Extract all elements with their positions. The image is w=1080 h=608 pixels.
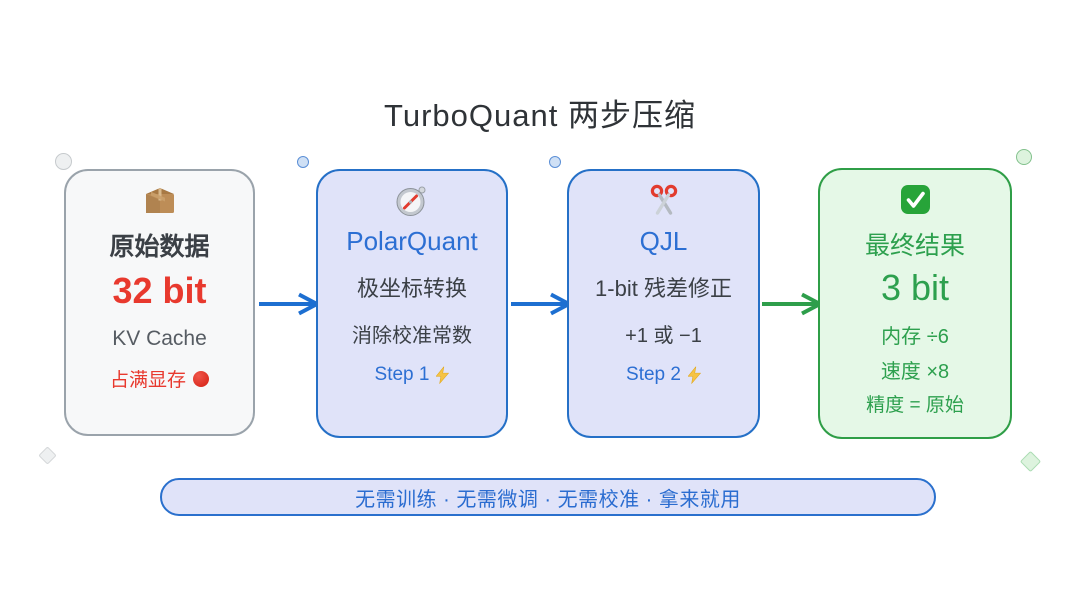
red-circle-icon <box>193 370 209 387</box>
decor-circle-gray <box>55 153 72 170</box>
card-original-data: 原始数据 32 bit KV Cache 占满显存 <box>64 169 255 436</box>
decor-diamond-gray <box>38 446 57 465</box>
lightning-icon <box>687 366 701 384</box>
card-step-row: Step 1 <box>375 364 450 386</box>
card-step-label: Step 1 <box>374 364 430 385</box>
card-step-label: Step 2 <box>626 364 681 385</box>
decor-circle-blue <box>549 156 561 168</box>
arrow-right-blue <box>511 292 573 316</box>
compass-icon <box>395 184 429 216</box>
card-name: QJL <box>639 226 688 256</box>
card-line: 极坐标转换 <box>356 276 467 301</box>
decor-diamond-green <box>1019 450 1042 473</box>
card-value: 3 bit <box>880 267 950 308</box>
card-line: 精度 = 原始 <box>866 395 964 416</box>
decor-circle-green <box>1016 149 1032 165</box>
card-value: 32 bit <box>112 270 207 311</box>
card-status-text: 占满显存 <box>109 370 186 391</box>
card-status-row: 占满显存 <box>110 365 209 392</box>
card-line: 内存 ÷6 <box>881 326 949 348</box>
arrow-right-green <box>762 292 824 316</box>
lightning-icon <box>436 366 450 384</box>
package-icon <box>143 184 177 216</box>
arrow-right-blue <box>259 292 321 316</box>
card-line: 消除校准常数 <box>352 325 472 347</box>
footer-banner: 无需训练 · 无需微调 · 无需校准 · 拿来就用 <box>160 478 936 516</box>
card-title: 最终结果 <box>864 232 965 260</box>
card-name: PolarQuant <box>346 226 478 256</box>
card-line: KV Cache <box>112 327 207 350</box>
card-step-row: Step 2 <box>626 364 701 386</box>
card-line: 速度 ×8 <box>880 361 950 383</box>
decor-circle-blue <box>297 156 309 168</box>
card-qjl: QJL 1-bit 残差修正 +1 或 −1 Step 2 <box>567 169 760 438</box>
check-icon <box>900 183 931 215</box>
diagram-title: TurboQuant 两步压缩 <box>384 98 696 133</box>
scissors-icon <box>646 184 682 216</box>
card-title: 原始数据 <box>109 233 210 261</box>
card-polarquant: PolarQuant 极坐标转换 消除校准常数 Step 1 <box>316 169 508 438</box>
card-line: 1-bit 残差修正 <box>595 276 732 301</box>
card-line: +1 或 −1 <box>625 325 702 347</box>
card-final-result: 最终结果 3 bit 内存 ÷6 速度 ×8 精度 = 原始 <box>818 168 1012 439</box>
